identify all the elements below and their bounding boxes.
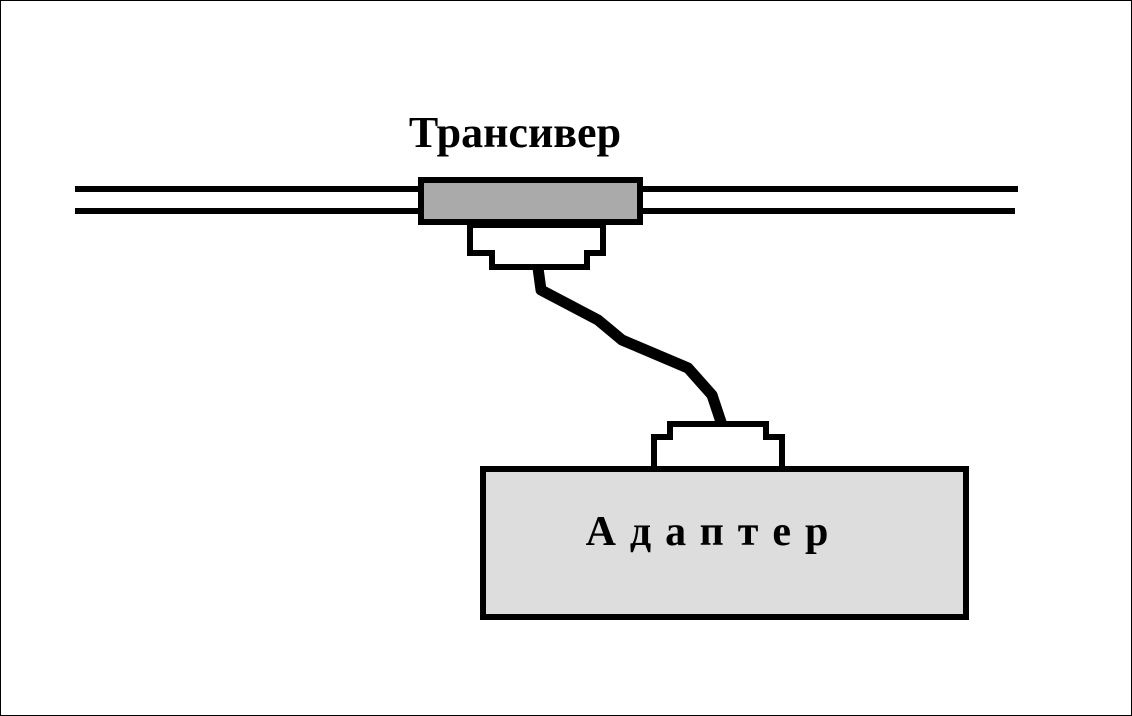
adapter-connector xyxy=(651,421,785,472)
drop-cable xyxy=(532,267,728,427)
adapter-label: Адаптер xyxy=(586,509,843,555)
transceiver-body xyxy=(418,177,643,225)
adapter-body xyxy=(480,466,969,620)
transceiver-label: Трансивер xyxy=(409,108,621,157)
bus-cable xyxy=(75,186,1018,214)
transceiver-connector xyxy=(467,222,606,270)
